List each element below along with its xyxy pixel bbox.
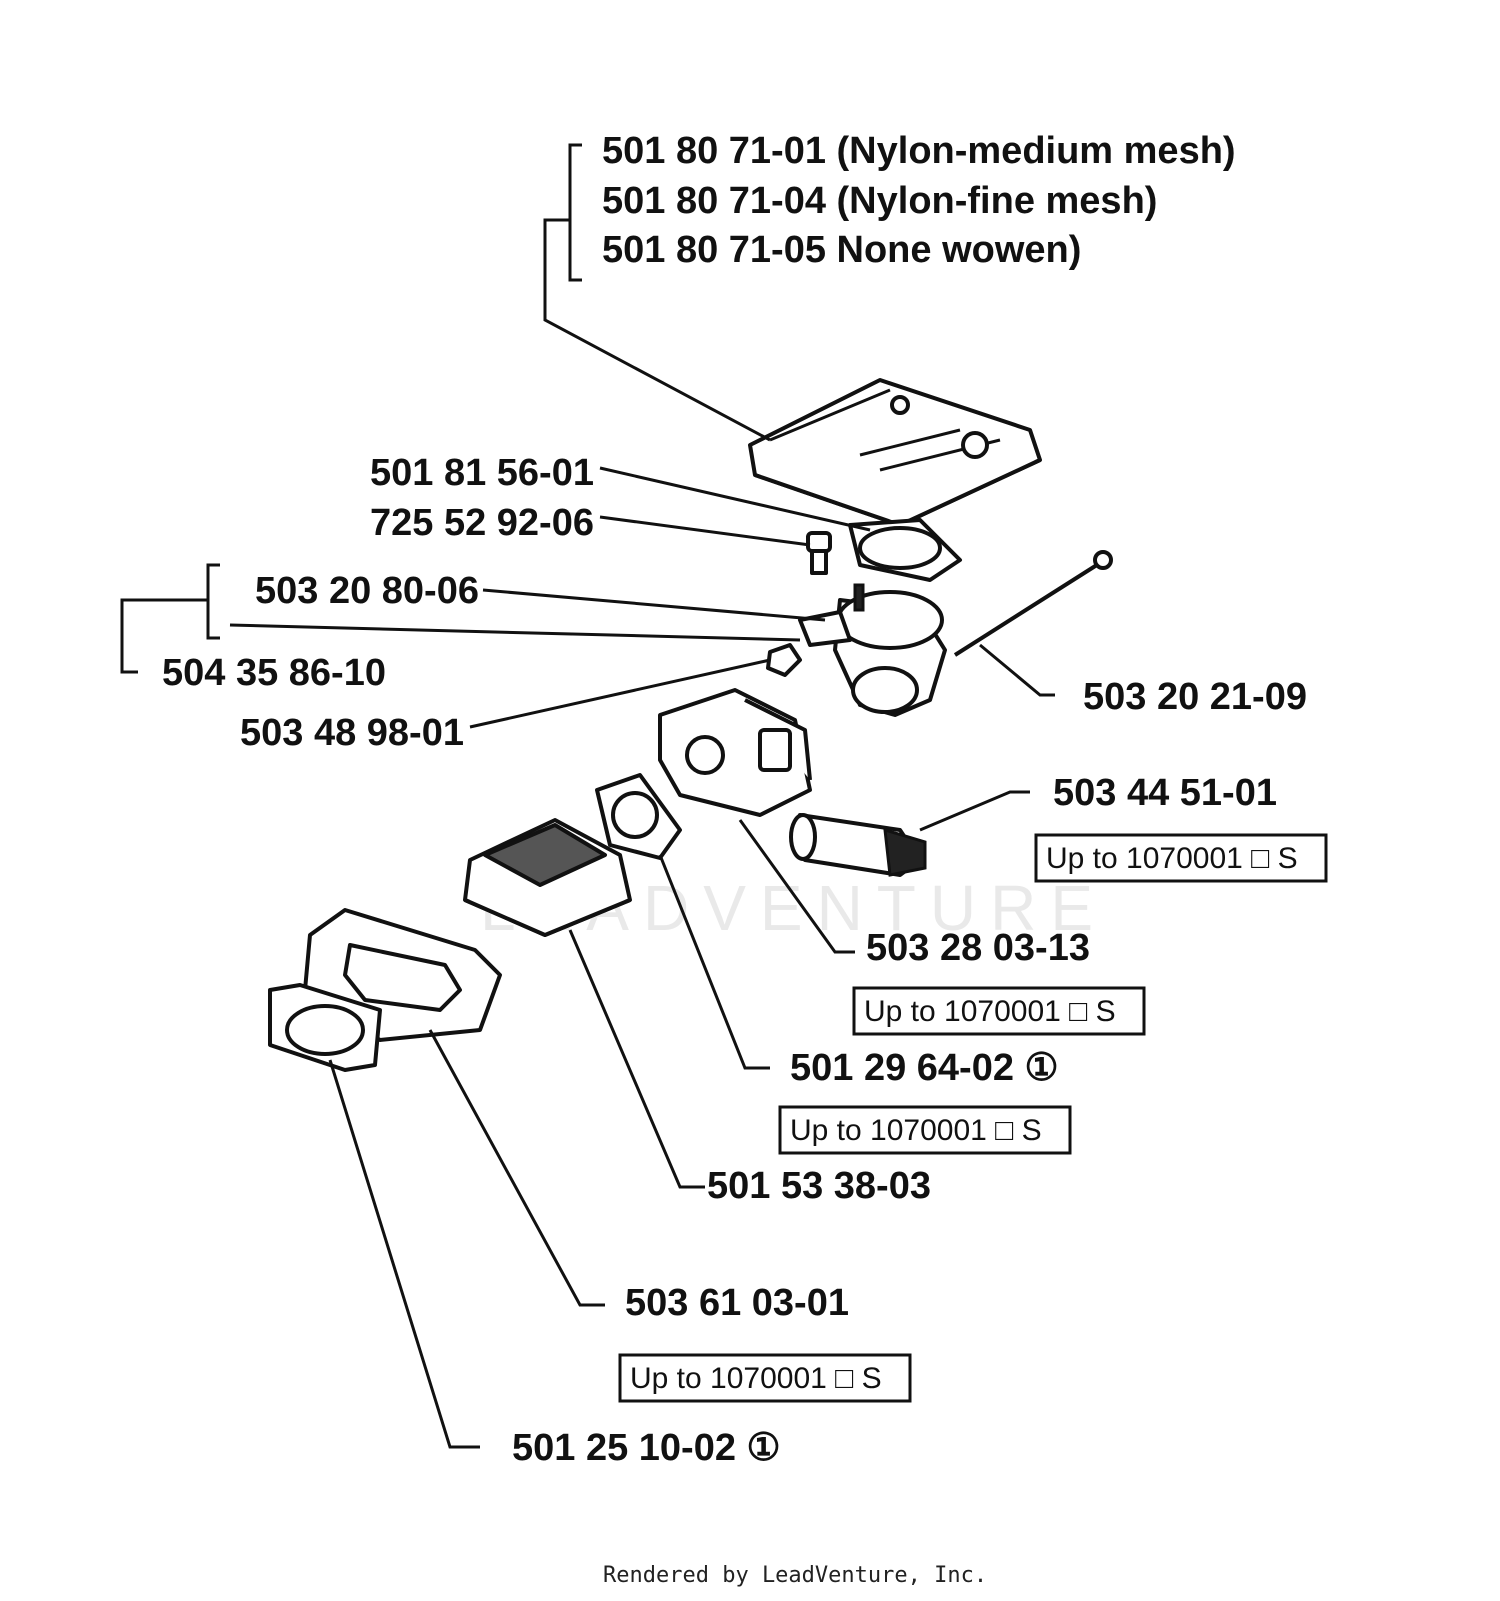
cartridge-drawing [789,813,927,877]
label-part-p9: 501 29 64-02 ① [790,1047,1059,1089]
label-filter-none-woven: 501 80 71-05 None wowen) [602,229,1081,271]
note-box-3 [778,1105,1072,1155]
label-part-p6: 503 20 21-09 [1083,676,1307,718]
carburetor-bracket-drawing [798,583,947,717]
label-part-p4: 504 35 86-10 [162,652,386,694]
label-part-p1: 501 81 56-01 [370,452,594,494]
label-part-p11: 503 61 03-01 [625,1282,849,1324]
note-box-4 [618,1353,912,1403]
note-box-2 [852,986,1146,1036]
base-gasket-drawing [268,983,382,1072]
label-part-p3: 503 20 80-06 [255,570,479,612]
footer-credit: Rendered by LeadVenture, Inc. [603,1563,987,1588]
note-text-1: Up to 1070001 □ S [1046,842,1298,875]
filter-element-drawing [463,818,632,937]
filter-gasket-drawing [848,518,962,582]
label-part-p5: 503 48 98-01 [240,712,464,754]
leader-lines [120,143,1055,1449]
label-part-p7: 503 44 51-01 [1053,772,1277,814]
label-filter-fine-mesh: 501 80 71-04 (Nylon-fine mesh) [602,180,1157,222]
air-filter-cover-drawing [748,378,1042,527]
label-filter-medium-mesh: 501 80 71-01 (Nylon-medium mesh) [602,130,1236,172]
note-text-3: Up to 1070001 □ S [790,1114,1042,1147]
carburetor-drawing [658,688,812,817]
note-text-4: Up to 1070001 □ S [630,1362,882,1395]
label-part-p10: 501 53 38-03 [707,1165,931,1207]
carb-gasket-drawing [595,773,682,860]
note-text-2: Up to 1070001 □ S [864,995,1116,1028]
screw-drawing [806,531,832,575]
label-part-p12: 501 25 10-02 ① [512,1427,781,1469]
nut-drawing [766,643,802,677]
label-part-p8: 503 28 03-13 [866,927,1090,969]
long-bolt-drawing [953,550,1113,657]
note-box-1 [1034,833,1328,883]
label-part-p2: 725 52 92-06 [370,502,594,544]
